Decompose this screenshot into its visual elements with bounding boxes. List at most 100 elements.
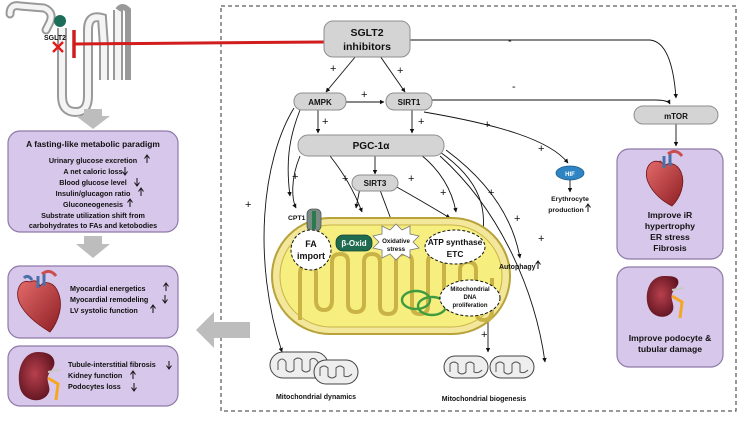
minus-sign: - (512, 81, 516, 93)
down-arrow-small-icon (122, 167, 128, 176)
fasting-item: Substrate utilization shift from (41, 211, 145, 220)
fasting-item: A net caloric loss (63, 167, 122, 176)
ampk-node: AMPK (293, 92, 347, 111)
heart-outcome-panel: Myocardial energetics Myocardial remodel… (7, 265, 179, 339)
kidney-icon (646, 276, 685, 319)
erythrocyte-label-line1: Erythrocyte (551, 196, 589, 203)
heart-icon (17, 269, 61, 333)
heart-item: Myocardial remodeling (70, 295, 148, 304)
plus-sign: + (514, 213, 520, 225)
pgc1a-node: PGC-1α (297, 134, 445, 157)
fa-import-node: FA import (290, 229, 332, 271)
podocyte-line2: tubular damage (638, 344, 702, 354)
regulation-signs: + + + + + + + + + + + + + + + + - - (245, 35, 544, 341)
cpt1-transporter (306, 208, 322, 232)
sglt2-inhibitors-line1: SGLT2 (350, 27, 383, 39)
pgc1a-label: PGC-1α (353, 141, 391, 152)
down-arrow-small-icon (134, 178, 140, 187)
beta-oxidation-label: β-Oxid (341, 239, 366, 248)
fasting-paradigm-panel: A fasting-like metabolic paradigm Urinar… (7, 130, 179, 233)
kidney-item: Podocytes loss (68, 382, 121, 391)
erythrocyte-label-line2: production (548, 207, 584, 214)
sirt1-label: SIRT1 (398, 98, 421, 107)
fasting-item: Blood glucose level (59, 178, 127, 187)
up-arrow-icon (585, 203, 591, 212)
sglt2-inhibitors-node: SGLT2 inhibitors (323, 20, 411, 58)
plus-sign: + (330, 63, 336, 75)
autophagy-label: Autophagy (499, 264, 536, 271)
mitochondria-dynamics-illustration (269, 351, 359, 385)
kidney-item: Tubule-interstitial fibrosis (68, 360, 156, 369)
sglt2-inhibitors-line2: inhibitors (343, 41, 391, 53)
hif-label: HIF (565, 172, 575, 178)
oxidative-stress-line1: Oxidative (382, 238, 410, 245)
plus-sign: + (408, 173, 414, 185)
fasting-item: Insulin/glucagon ratio (56, 189, 131, 198)
plus-sign: + (484, 119, 490, 131)
oxidative-stress-node: Oxidative stress (372, 223, 420, 261)
podocyte-line1: Improve podocyte & (629, 333, 712, 343)
mtor-label: mTOR (664, 112, 688, 121)
up-arrow-icon (138, 187, 144, 196)
atp-synthase-line1: ATP synthase (428, 237, 483, 247)
mtor-effect-item: Fibrosis (653, 243, 687, 253)
sirt3-node: SIRT3 (351, 174, 399, 192)
mtdna-line1: Mitochondrial (450, 287, 490, 293)
atp-synthase-line2: ETC (447, 249, 464, 259)
inhibition-line (72, 40, 325, 46)
fa-import-line1: FA (305, 239, 317, 249)
mtor-effect-item: Improve iR (648, 210, 693, 220)
kidney-item: Kidney function (68, 371, 122, 380)
down-arrow-small-icon (131, 383, 137, 392)
oxidative-stress-line2: stress (387, 246, 406, 253)
plus-sign: + (488, 187, 494, 199)
sirt3-label: SIRT3 (364, 179, 387, 188)
plus-sign: + (397, 65, 403, 77)
plus-sign: + (481, 329, 487, 341)
kidney-icon (18, 352, 61, 401)
plus-sign: + (361, 89, 367, 101)
plus-sign: + (538, 143, 544, 155)
up-arrow-icon (163, 282, 169, 291)
mtor-node: mTOR (633, 105, 719, 125)
plus-sign: + (538, 233, 544, 245)
heart-item: LV systolic function (70, 306, 138, 315)
beta-oxidation-node: β-Oxid (335, 234, 373, 252)
podocyte-panel: Improve podocyte & tubular damage (616, 266, 724, 368)
fa-import-line2: import (297, 251, 325, 261)
hif-node: HIF (555, 165, 585, 181)
mtdna-line3: proliferation (452, 303, 487, 309)
plus-sign: + (418, 116, 424, 128)
nephron-illustration (5, 1, 131, 118)
down-arrow-icon (76, 236, 110, 258)
fasting-item: carbohydrates to FAs and ketobodies (29, 221, 157, 230)
left-arrow-icon (196, 312, 250, 348)
mtdna-proliferation-node: Mitochondrial DNA proliferation (439, 279, 501, 317)
sirt1-node: SIRT1 (385, 92, 433, 111)
fasting-item: Gluconeogenesis (63, 200, 123, 209)
mtor-effects-panel: Improve iR hypertrophy ER stress Fibrosi… (616, 148, 724, 260)
heart-item: Myocardial energetics (70, 284, 146, 293)
down-arrow-icon (76, 109, 110, 129)
mtor-effect-item: hypertrophy (645, 221, 695, 231)
up-arrow-icon (127, 198, 133, 207)
ampk-label: AMPK (308, 98, 332, 107)
mtor-effect-item: ER stress (650, 232, 690, 242)
plus-sign: + (322, 116, 328, 128)
down-arrow-small-icon (166, 361, 172, 370)
mitochondrial-dynamics-caption: Mitochondrial dynamics (276, 394, 356, 401)
fasting-title: A fasting-like metabolic paradigm (26, 139, 160, 149)
up-arrow-icon (130, 370, 136, 379)
fasting-item: Urinary glucose excretion (49, 156, 137, 165)
mitochondria-biogenesis-illustration (443, 355, 535, 379)
mechanism-frame (220, 5, 737, 412)
heart-icon (645, 149, 684, 207)
up-arrow-icon (144, 154, 150, 163)
mitochondrial-biogenesis-caption: Mitochondrial biogenesis (442, 396, 527, 403)
plus-sign: + (440, 187, 446, 199)
mtdna-line2: DNA (464, 295, 478, 301)
kidney-outcome-panel: Tubule-interstitial fibrosis Kidney func… (7, 345, 179, 407)
up-arrow-icon (535, 260, 541, 269)
minus-sign: - (508, 35, 512, 47)
